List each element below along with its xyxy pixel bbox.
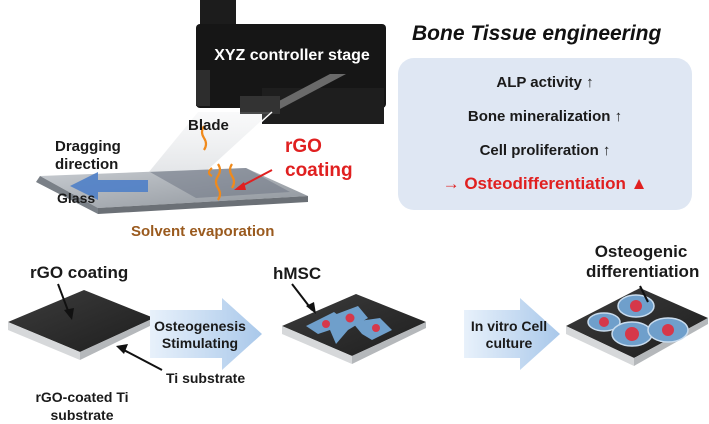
evaporation-waves (200, 125, 236, 201)
osteogenesis-stimulating-label: Osteogenesis Stimulating (154, 318, 246, 351)
glass-label: Glass (57, 190, 96, 206)
rgo-coating-label: rGO coating (285, 136, 353, 181)
bone-tissue-title: Bone Tissue engineering (412, 22, 662, 45)
osteo-pointer (639, 285, 649, 303)
dragging-arrow (70, 172, 148, 200)
ti-pointer-head (116, 344, 128, 354)
arrow-osteogenesis (150, 298, 262, 370)
dragging-direction-label: Dragging direction (55, 138, 121, 173)
alp-activity-item: ALP activity ↑ (496, 74, 594, 91)
ti-substrate-label: Ti substrate (166, 370, 246, 386)
rgo-pointer-head (64, 308, 74, 320)
xyz-controller-label: XYZ controller stage (214, 47, 370, 64)
hmsc-pointer-head (306, 302, 316, 314)
solvent-evaporation-label: Solvent evaporation (131, 223, 275, 240)
cell-proliferation-item: Cell proliferation ↑ (479, 142, 611, 159)
xyz-stage (196, 0, 386, 124)
glass-slide (36, 168, 308, 214)
blade-label: Blade (188, 117, 229, 134)
rgo-coated-ti-label: rGO-coated Ti substrate (35, 389, 129, 423)
osteodifferentiation-item: → Osteodifferentiation ▲ (442, 174, 648, 193)
osteogenic-differentiation-label: Osteogenic differentiation (586, 242, 700, 281)
arrow-culture (464, 298, 560, 370)
rgo-coated-plate (8, 290, 154, 360)
bone-tissue-box: ALP activity ↑ Bone mineralization ↑ Cel… (398, 58, 692, 210)
ti-pointer (119, 347, 163, 371)
bone-mineralization-item: Bone mineralization ↑ (467, 108, 623, 125)
rgo-pointer-arrow (234, 169, 273, 190)
hmsc-plate (282, 294, 426, 364)
in-vitro-culture-label: In vitro Cell culture (470, 318, 548, 351)
differentiated-plate (566, 288, 708, 366)
rgo-coating-title: rGO coating (30, 263, 129, 282)
hmsc-label: hMSC (273, 264, 322, 283)
